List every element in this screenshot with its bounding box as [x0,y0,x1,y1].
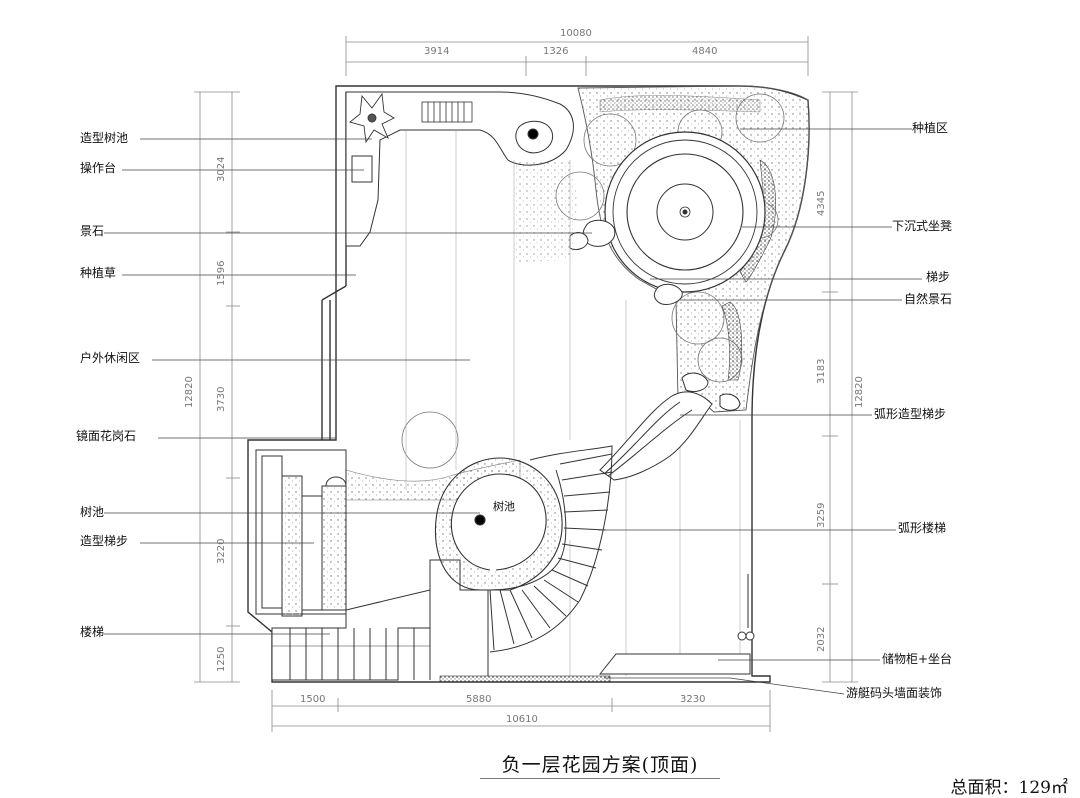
tree-pool [434,457,563,591]
inner-label-tree-pool: 树池 [493,500,515,513]
dim-right-1: 4345 [816,190,827,216]
leader-lines-right [598,128,922,695]
dim-bottom-3: 3230 [680,694,706,705]
label-natural-rock: 自然景石 [904,292,953,306]
label-arc-feature-steps: 弧形造型梯步 [874,407,947,421]
label-arc-staircase: 弧形楼梯 [898,521,947,535]
dim-right-4: 2032 [816,626,827,652]
dim-right-3: 3259 [816,502,827,528]
dimension-lines-right [822,91,858,683]
title-underline [480,778,720,779]
counter-platform [345,91,574,247]
yacht-wall-strip [439,675,611,683]
gravel-path [514,160,577,262]
label-outdoor-leisure: 户外休闲区 [80,351,141,365]
arc-feature-steps [599,391,713,481]
dim-left-5: 1250 [216,646,227,672]
label-yacht-wall: 游艇码头墙面装饰 [846,686,943,700]
label-steps: 梯步 [926,270,951,284]
dim-left-4: 3220 [216,538,227,564]
dim-left-1: 3024 [216,156,227,182]
dimension-lines-left [194,91,240,683]
shrub-hedge-top [599,95,761,113]
label-storage-seat: 储物柜+坐台 [882,652,953,666]
dim-top-total: 10080 [560,28,592,39]
left-steps-block [255,449,347,617]
dim-left-2: 1596 [216,260,227,286]
dim-left-total: 12820 [184,376,195,408]
label-operation-counter: 操作台 [80,161,117,175]
dim-top-3: 4840 [692,46,718,57]
drain-grate [427,102,465,122]
label-sunken-seat: 下沉式坐凳 [892,219,953,233]
bottom-stairs [271,559,489,681]
label-mirror-granite: 镜面花岗石 [76,429,137,443]
sunken-seat [604,131,766,293]
label-planted-grass: 种植草 [80,266,117,280]
label-landscape-stone: 景石 [80,224,105,238]
label-tree-pool: 树池 [80,505,105,519]
drawing-title: 负一层花园方案(顶面) [501,754,699,776]
dim-bottom-2: 5880 [466,694,492,705]
label-sculpted-tree-pool: 造型树池 [80,131,129,145]
dimension-lines-top [345,36,809,76]
sculpted-tree [349,92,395,144]
label-sculpted-steps: 造型梯步 [80,534,129,548]
total-area: 总面积：129㎡ [950,778,1068,798]
dim-left-3: 3730 [216,386,227,412]
dim-top-1: 3914 [424,46,450,57]
dim-right-2: 3183 [816,358,827,384]
dim-bottom-total: 10610 [506,714,538,725]
arc-staircase [489,445,613,653]
dim-right-total: 12820 [854,376,865,408]
label-stairs: 楼梯 [80,625,105,639]
dimension-lines-bottom [271,690,771,732]
dim-bottom-1: 1500 [300,694,326,705]
leader-lines-left [104,138,592,635]
label-planting-zone: 种植区 [912,121,949,135]
storage-cabinet [598,574,755,675]
shrub-hedge-lower [721,301,743,381]
dim-top-2: 1326 [543,46,569,57]
landscape-rocks [569,219,741,411]
